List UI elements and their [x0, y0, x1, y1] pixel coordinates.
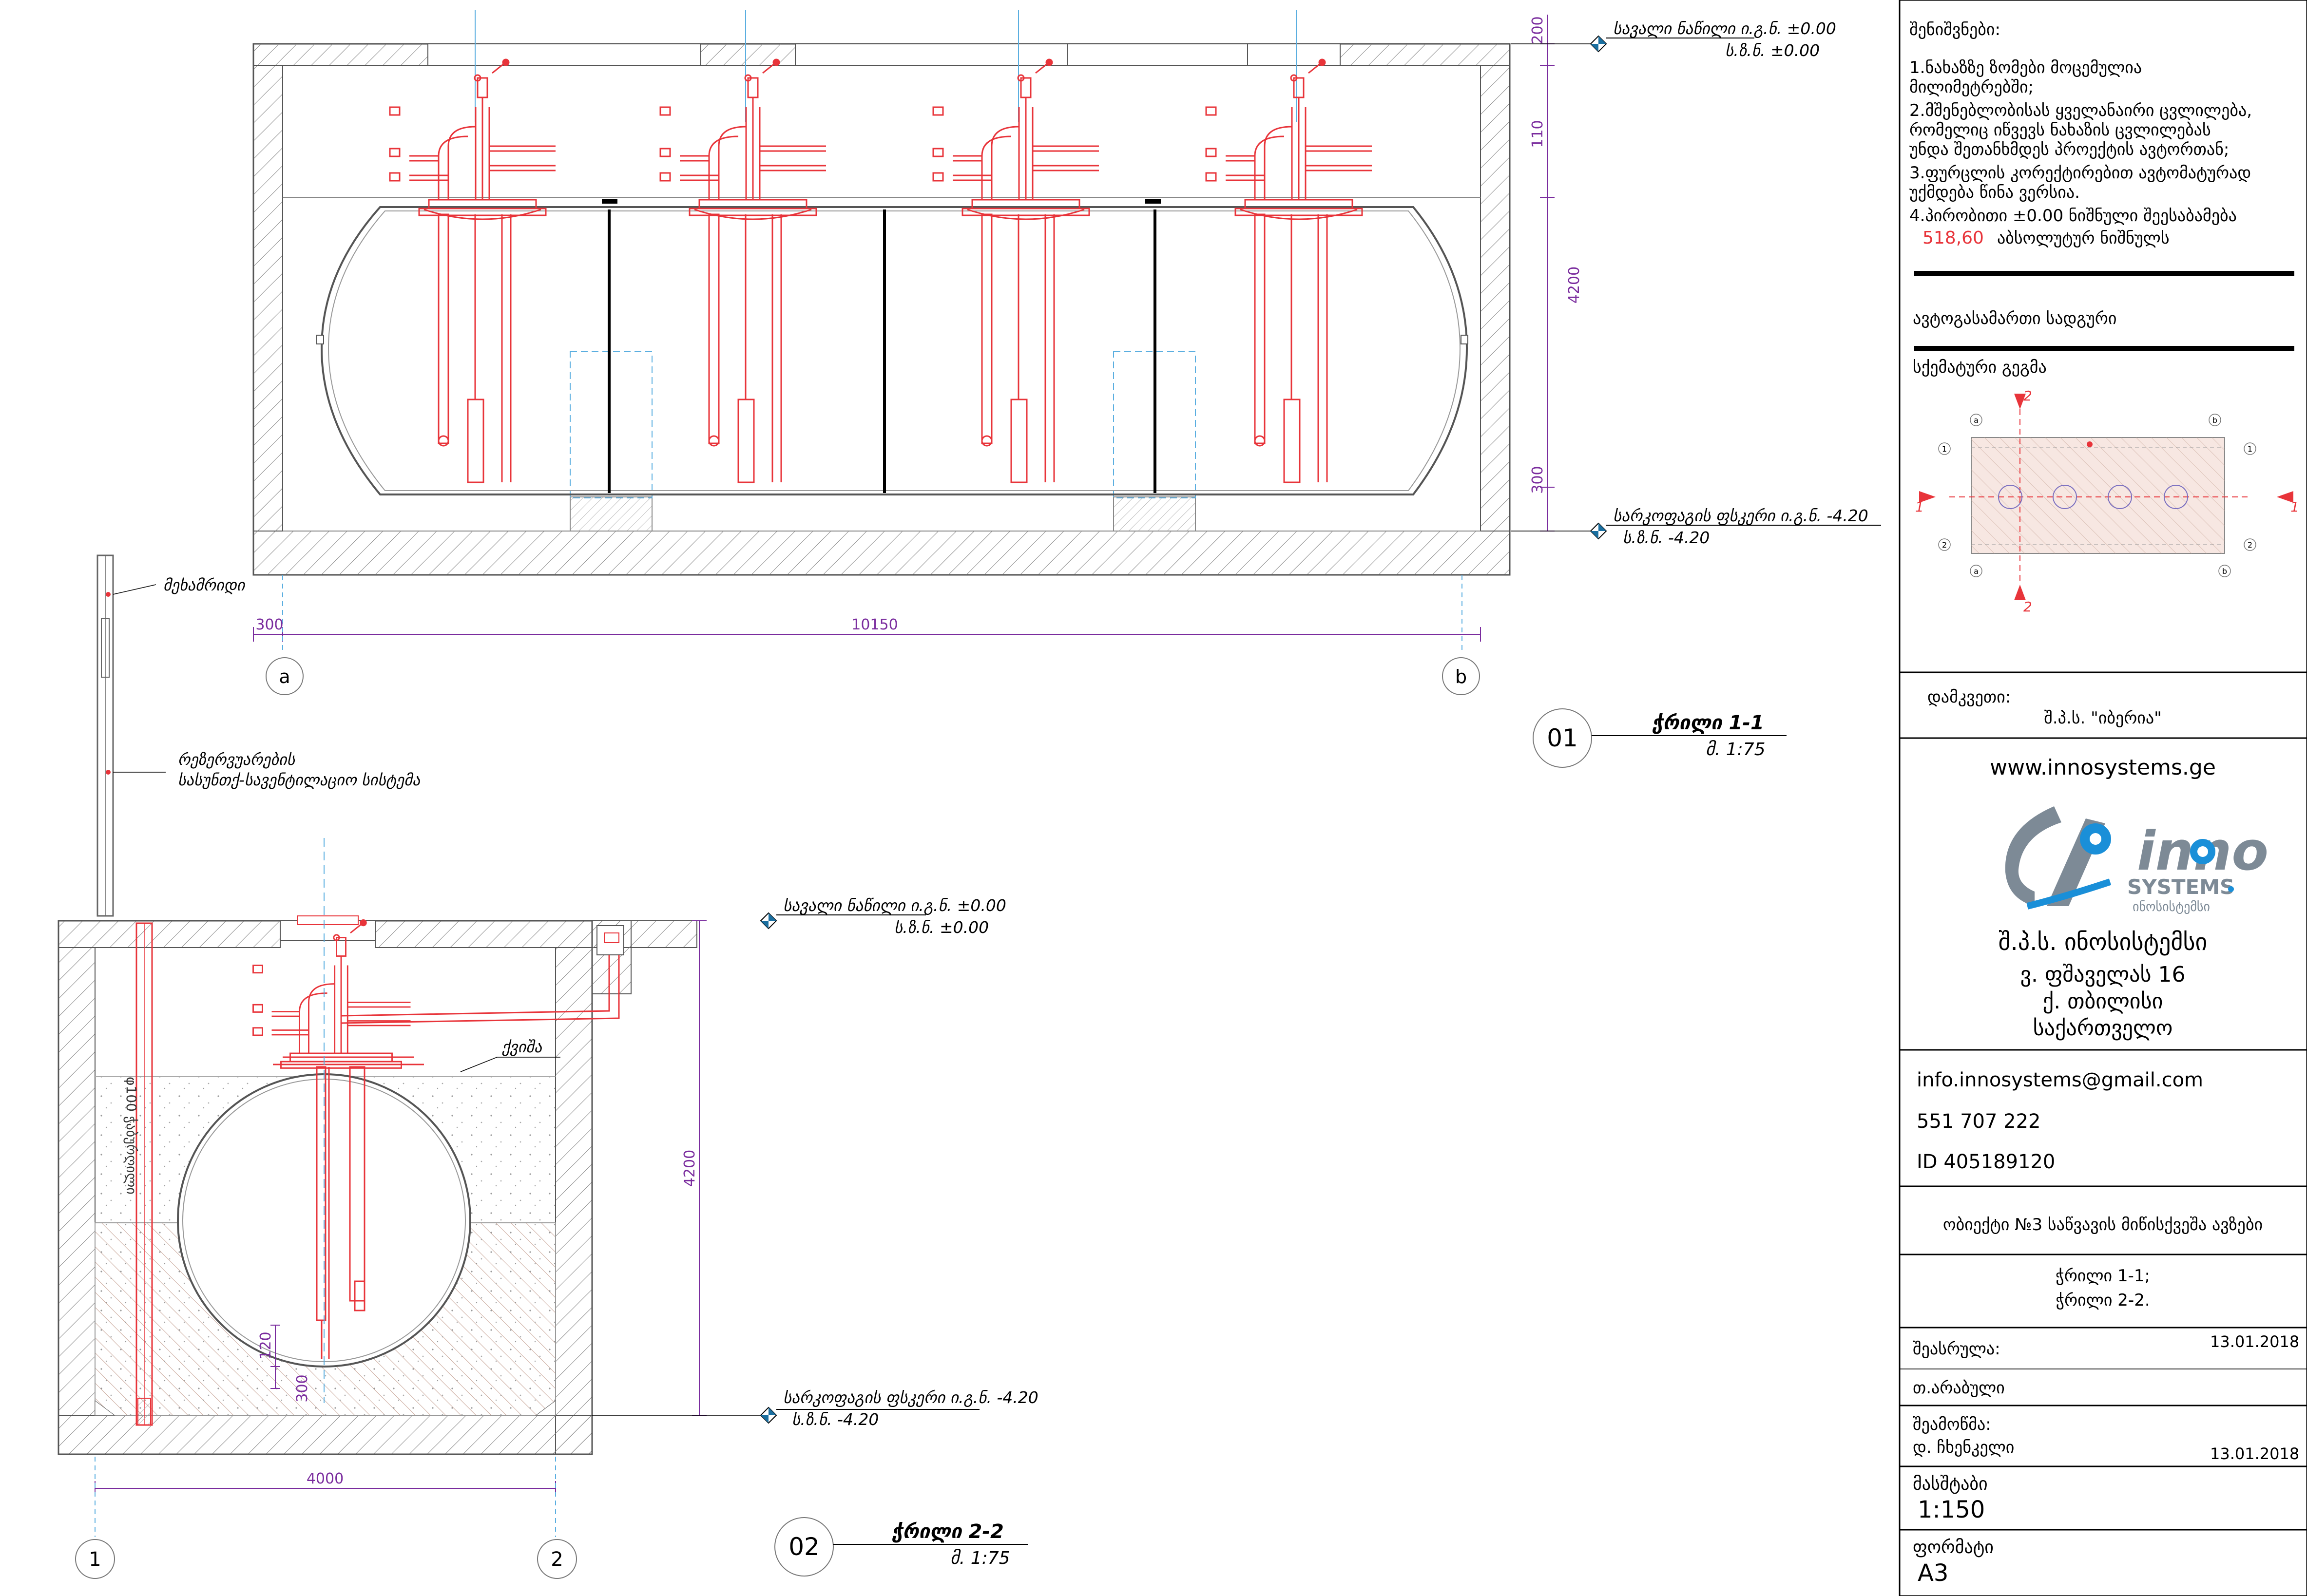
- scheme-axis-b-bottom: b: [2222, 567, 2227, 576]
- level-top-line1: სავალი ნაწილი ი.გ.ნ. ±0.00: [1613, 19, 1836, 38]
- cut-2-bottom: 2: [2023, 599, 2032, 615]
- company-city: ქ. თბილისი: [2043, 989, 2163, 1014]
- notes-line-3: 2.მშენებლობისას ყველანაირი ცვლილება,: [1909, 101, 2252, 120]
- company-id: ID 405189120: [1917, 1151, 2055, 1173]
- dim-300: 300: [294, 1374, 311, 1402]
- scale-label: მასშტაბი: [1913, 1474, 1988, 1494]
- axis-b-label: b: [1455, 666, 1467, 687]
- abs-text: აბსოლუტურ ნიშნულს: [1997, 228, 2170, 248]
- level-mark-icon: [760, 1407, 777, 1424]
- scheme-axis-a-bottom: a: [1974, 567, 1979, 576]
- level-mark-icon: [1590, 523, 1607, 539]
- section-marker-number: 02: [788, 1533, 820, 1561]
- section-marker-number: 01: [1547, 724, 1578, 752]
- dim-4000: 4000: [307, 1470, 344, 1487]
- vent-label: მეხამრიდი: [163, 576, 246, 594]
- level-bottom-line1: სარკოფაგის ფსკერი ი.გ.ნ. -4.20: [1613, 506, 1868, 525]
- cut-2-top: 2: [2023, 388, 2032, 404]
- level-bottom-line2: ს.ზ.ნ. -4.20: [792, 1410, 879, 1429]
- level-top-line2: ს.ზ.ნ. ±0.00: [1725, 41, 1820, 60]
- notes-line-2: მილიმეტრებში;: [1909, 77, 2034, 97]
- sheet-title-line1: ჭრილი 1-1;: [2056, 1266, 2150, 1286]
- level-bottom-line2: ს.ზ.ნ. -4.20: [1623, 528, 1710, 547]
- notes-heading: შენიშვნები:: [1909, 20, 2000, 39]
- checked-date: 13.01.2018: [2210, 1444, 2299, 1463]
- level-top-line1: სავალი ნაწილი ი.გ.ნ. ±0.00: [783, 896, 1006, 915]
- section-title: ჭრილი 1-1: [1652, 712, 1764, 734]
- client-name: შ.პ.ს. "იბერია": [2044, 708, 2162, 728]
- dim-4200: 4200: [1566, 266, 1583, 304]
- section-title: ჭრილი 2-2: [891, 1520, 1004, 1543]
- notes-line-7: უქმდება წინა ვერსია.: [1909, 183, 2080, 202]
- dim-200: 200: [1529, 16, 1546, 44]
- notes-line-6: 3.ფურცლის კორექტირებით ავტომატურად: [1909, 163, 2251, 183]
- notes-line-1: 1.ნახაზზე ზომები მოცემულია: [1909, 58, 2142, 77]
- axis-2-label: 2: [551, 1548, 563, 1571]
- object-title: ობიექტი №3 საწვავის მიწისქვეშა ავზები: [1943, 1215, 2263, 1235]
- scheme-axis-2-right: 2: [2248, 540, 2252, 550]
- contact-phone[interactable]: 551 707 222: [1917, 1110, 2040, 1133]
- company-logo: inno SYSTEMS ინოსისტემსი: [2005, 806, 2269, 914]
- cut-1-left: 1: [1915, 499, 1924, 515]
- company-street: ვ. ფშაველას 16: [2020, 962, 2185, 987]
- level-top-line2: ს.ზ.ნ. ±0.00: [894, 918, 989, 937]
- abs-value: 518,60: [1922, 228, 1984, 248]
- scheme-axis-1-left: 1: [1942, 444, 1947, 454]
- title-block: შენიშვნები: 1.ნახაზზე ზომები მოცემულია მ…: [1899, 0, 2307, 1596]
- reservoir-vent-line1: რეზერვუარების: [178, 750, 295, 769]
- dim-300-horizontal: 300: [255, 616, 283, 633]
- logo-sub-text: ინოსისტემსი: [2133, 900, 2210, 914]
- performed-by: თ.არაბული: [1913, 1378, 2005, 1398]
- performed-label: შეასრულა:: [1913, 1339, 2000, 1359]
- scale-value: 1:150: [1918, 1496, 1985, 1523]
- client-label: დამკვეთი:: [1927, 687, 2011, 707]
- format-value: A3: [1918, 1559, 1948, 1587]
- scheme-plan: 1 1 2 2 a b a b 1 1 2 2: [1915, 388, 2299, 615]
- company-country: საქართველო: [2033, 1016, 2173, 1041]
- notes-line-8: 4.პირობითი ±0.00 ნიშნული შეესაბამება: [1909, 206, 2237, 226]
- sheet-title-line2: ჭრილი 2-2.: [2056, 1291, 2150, 1310]
- section-scale: მ. 1:75: [1706, 740, 1766, 760]
- scheme-axis-2-left: 2: [1942, 540, 1947, 550]
- checked-label: შეამოწმა:: [1913, 1415, 1991, 1434]
- dim-4200-vertical: 4200: [681, 1150, 698, 1187]
- logo-systems-text: SYSTEMS: [2127, 875, 2234, 899]
- scheme-axis-1-right: 1: [2248, 444, 2252, 454]
- notes-line-5: უნდა შეთანხმდეს პროექტის ავტორთან;: [1909, 140, 2229, 159]
- dim-10150: 10150: [851, 616, 898, 633]
- level-mark-icon: [1590, 36, 1607, 52]
- cut-1-right: 1: [2290, 499, 2299, 515]
- contact-email[interactable]: info.innosystems@gmail.com: [1917, 1069, 2203, 1091]
- axis-a-label: a: [279, 666, 290, 687]
- axis-1-label: 1: [89, 1548, 101, 1571]
- scheme-title: სქემატური გეგმა: [1913, 358, 2047, 377]
- company-name: შ.პ.ს. ინოსისტემსი: [1999, 929, 2208, 956]
- section-2-2: მეხამრიდი რეზერვუარების სასუნთქ-სავენტილ…: [58, 554, 1038, 1579]
- section-1-1: 200 110 4200 300 სავალი ნაწილი ი.გ.ნ. ±0…: [252, 10, 1881, 768]
- reservoir-vent-line2: სასუნთქ-სავენტილაციო სისტემა: [178, 771, 421, 789]
- performed-date: 13.01.2018: [2210, 1332, 2299, 1351]
- section-scale: მ. 1:75: [950, 1548, 1010, 1568]
- dim-110: 110: [1529, 120, 1546, 148]
- pipe-label: φ100 ჭაბურღილი: [123, 1077, 139, 1195]
- scheme-axis-b-top: b: [2212, 416, 2217, 425]
- dim-120: 120: [257, 1331, 274, 1359]
- format-label: ფორმატი: [1913, 1538, 1994, 1558]
- level-mark-icon: [760, 912, 777, 929]
- sand-label: ქვიშა: [501, 1038, 542, 1056]
- checked-by: დ. ჩხენკელი: [1913, 1438, 2014, 1457]
- station-title: ავტოგასამართი სადგური: [1913, 309, 2116, 328]
- website[interactable]: www.innosystems.ge: [1990, 755, 2216, 780]
- notes-line-4: რომელიც იწვევს ნახაზის ცვლილებას: [1909, 120, 2211, 140]
- scheme-axis-a-top: a: [1974, 416, 1979, 425]
- level-bottom-line1: სარკოფაგის ფსკერი ი.გ.ნ. -4.20: [783, 1388, 1038, 1407]
- dim-300-vertical: 300: [1529, 466, 1546, 494]
